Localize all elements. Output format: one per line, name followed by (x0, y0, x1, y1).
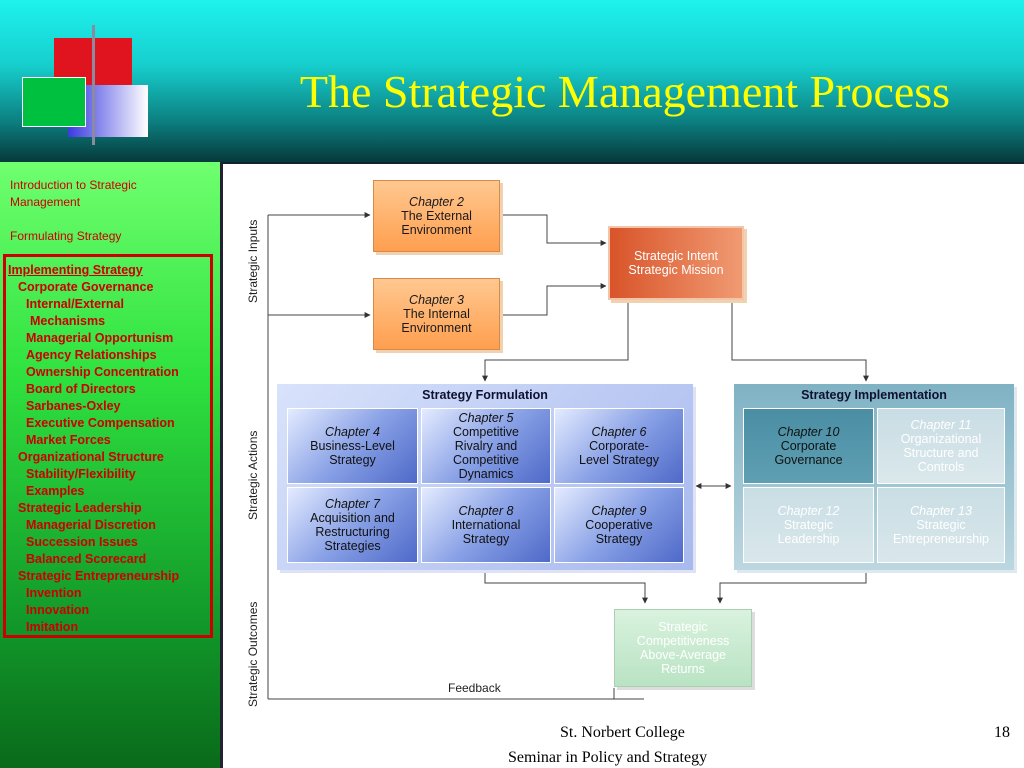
intent-to-implementation (731, 301, 869, 382)
sidebar-subitem[interactable]: Executive Compensation (26, 416, 175, 430)
sidebar-subitem[interactable]: Strategic Entrepreneurship (18, 569, 180, 583)
page-number: 18 (994, 724, 1010, 741)
label-strategic-outcomes: Strategic Outcomes (246, 601, 260, 707)
connector-lines (267, 212, 869, 700)
slide-title: The Strategic Management Process (299, 66, 951, 117)
sidebar-subitem[interactable]: Agency Relationships (26, 348, 157, 362)
formulation-to-outcome (484, 570, 648, 604)
label-strategic-actions: Strategic Actions (246, 430, 260, 520)
sidebar-subitem[interactable]: Managerial Opportunism (26, 331, 174, 345)
chapter-7-box: Chapter 7 Acquisition and Restructuring … (287, 487, 418, 563)
intent-to-formulation (482, 301, 629, 382)
strategic-process-diagram: Strategic Inputs Strategic Actions Strat… (224, 163, 1024, 708)
sidebar-subitem[interactable]: Internal/External (26, 297, 124, 311)
chapter-4-box: Chapter 4 Business-Level Strategy (287, 408, 418, 484)
chapter-8-box: Chapter 8 International Strategy (421, 487, 551, 563)
chapter-10-box: Chapter 10 Corporate Governance (743, 408, 874, 484)
sidebar-subitem[interactable]: Invention (26, 586, 82, 600)
sidebar-subitem[interactable]: Innovation (26, 603, 90, 617)
sidebar-item-implementing[interactable]: Implementing Strategy (8, 263, 143, 277)
slide-header: The Strategic Management Process (0, 0, 1024, 164)
sidebar-subitem[interactable]: Examples (26, 484, 85, 498)
sidebar-item-introduction[interactable]: Introduction to Strategic Management (10, 178, 137, 209)
ch2-to-intent (502, 214, 607, 246)
implementation-to-outcome (717, 570, 867, 604)
footer-seminar: Seminar in Policy and Strategy (508, 749, 708, 766)
sidebar-subitem[interactable]: Organizational Structure (18, 450, 164, 464)
strategy-implementation-title: Strategy Implementation (801, 388, 947, 402)
label-strategic-inputs: Strategic Inputs (246, 219, 260, 303)
sidebar-outline: Introduction to Strategic Management For… (0, 162, 223, 768)
sidebar-subitem[interactable]: Ownership Concentration (26, 365, 179, 379)
strategy-formulation-title: Strategy Formulation (422, 388, 548, 402)
strategic-outcome-box: Strategic Competitiveness Above-Average … (614, 609, 752, 687)
chapter-3-box: Chapter 3 The Internal Environment (373, 278, 500, 350)
strategic-intent-box: Strategic Intent Strategic Mission (608, 226, 744, 300)
label-feedback: Feedback (448, 681, 501, 695)
chapter-12-box: Chapter 12 Strategic Leadership (743, 487, 874, 563)
footer-college: St. Norbert College (560, 724, 685, 741)
sidebar-subitem[interactable]: Market Forces (26, 433, 111, 447)
sidebar-subitem[interactable]: Managerial Discretion (26, 518, 156, 532)
chapter-2-box: Chapter 2 The External Environment (373, 180, 500, 252)
chapter-6-box: Chapter 6 Corporate- Level Strategy (554, 408, 684, 484)
sidebar-subitem[interactable]: Board of Directors (26, 382, 136, 396)
sidebar-subitem[interactable]: Succession Issues (26, 535, 138, 549)
sidebar-subitem[interactable]: Stability/Flexibility (26, 467, 136, 481)
logo-squares (20, 25, 160, 150)
sidebar-subitem[interactable]: Imitation (26, 620, 79, 634)
chapter-13-box: Chapter 13 Strategic Entrepreneurship (877, 487, 1005, 563)
sidebar-subitem[interactable]: Strategic Leadership (18, 501, 142, 515)
logo-divider-line (92, 25, 95, 145)
sidebar-current-section (3, 254, 213, 638)
sidebar-subitem[interactable]: Mechanisms (30, 314, 106, 328)
sidebar-subitem[interactable]: Sarbanes-Oxley (26, 399, 121, 413)
sidebar-subitem[interactable]: Corporate Governance (18, 280, 154, 294)
sidebar-item-formulating[interactable]: Formulating Strategy (10, 229, 122, 243)
chapter-11-box: Chapter 11 Organizational Structure and … (877, 408, 1005, 484)
ch3-to-intent (502, 283, 607, 316)
sidebar-subitem[interactable]: Balanced Scorecard (26, 552, 147, 566)
chapter-9-box: Chapter 9 Cooperative Strategy (554, 487, 684, 563)
logo-green-square (22, 77, 86, 127)
chapter-5-box: Chapter 5 Competitive Rivalry and Compet… (421, 408, 551, 484)
